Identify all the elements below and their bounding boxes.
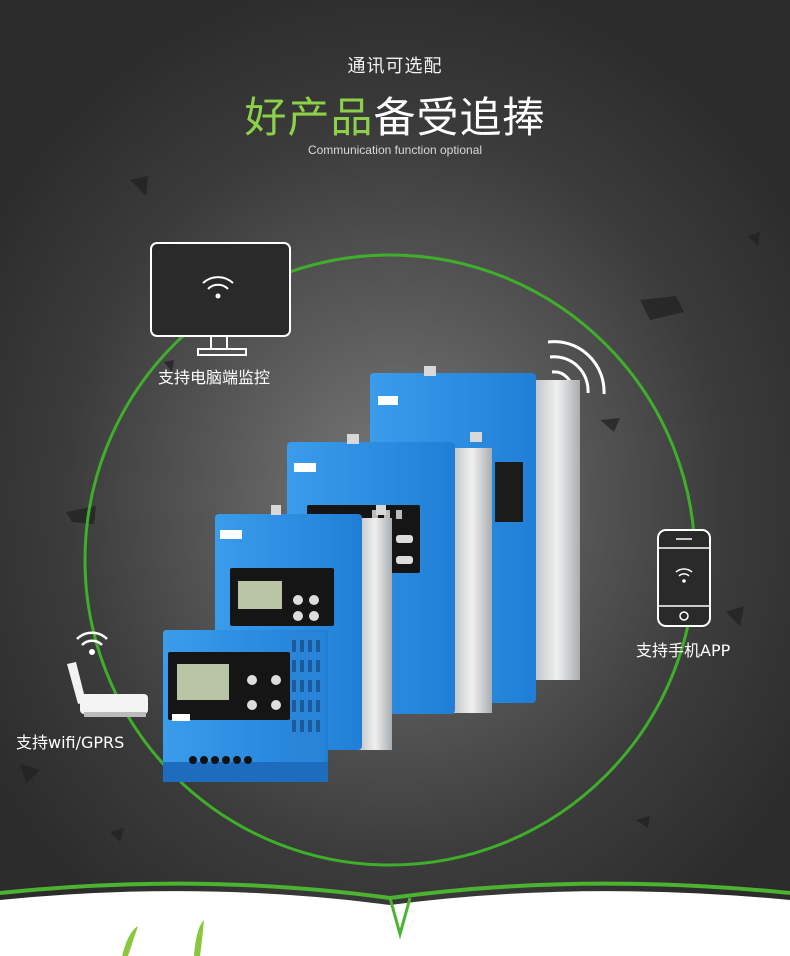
wifi-gprs-label: 支持wifi/GPRS	[16, 733, 125, 752]
leaf-icon	[194, 920, 204, 956]
mobile-app-label: 支持手机APP	[636, 641, 731, 660]
pc-monitor-label: 支持电脑端监控	[158, 368, 271, 387]
header-english-caption: Communication function optional	[307, 143, 483, 157]
product-front	[163, 630, 328, 782]
title-green-part: 好产品	[244, 93, 374, 142]
header-subtitle: 通讯可选配	[347, 56, 443, 77]
title-white-part: 备受追捧	[373, 93, 546, 142]
header-title: 好产品备受追捧	[0, 84, 790, 145]
leaf-icon	[122, 926, 138, 956]
